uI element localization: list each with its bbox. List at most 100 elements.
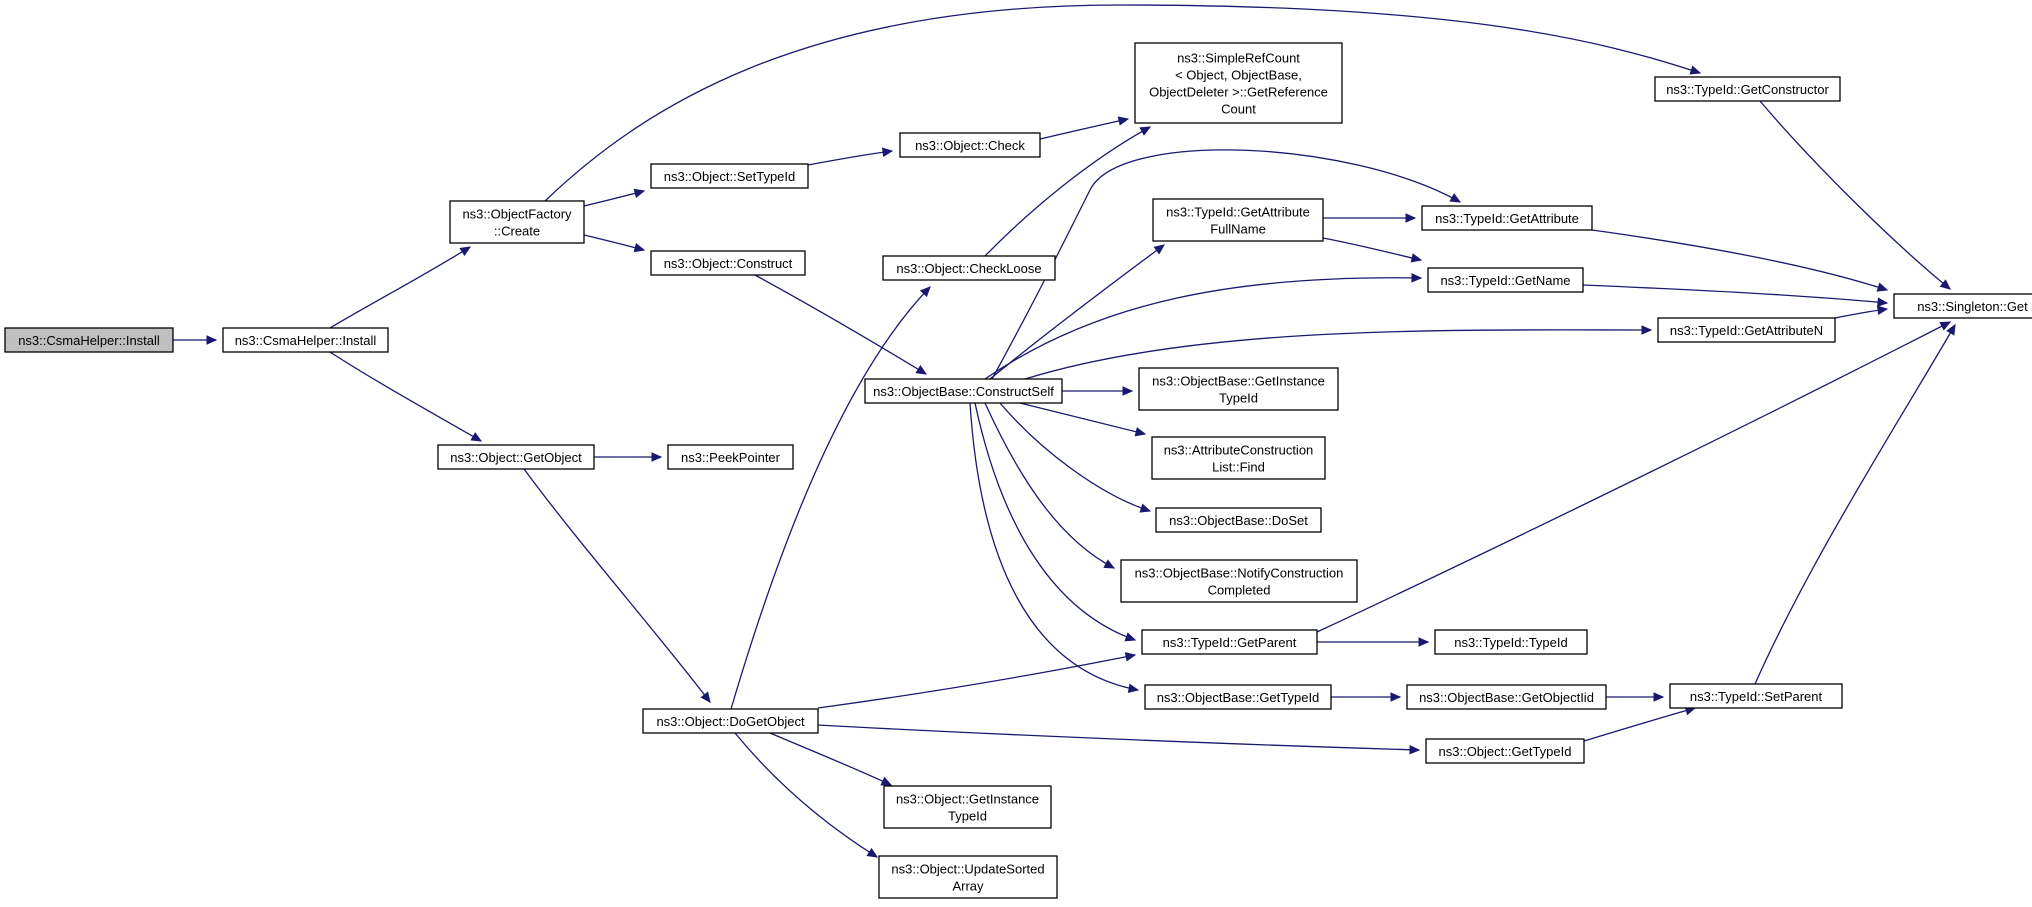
arrowhead-icon: [1117, 116, 1130, 126]
node-base-get-type-id[interactable]: ns3::ObjectBase::GetTypeId: [1144, 684, 1332, 710]
edge-construct-self-to-do-set: [999, 402, 1152, 513]
node-label: Array: [952, 879, 984, 894]
node-get-attribute-n[interactable]: ns3::TypeId::GetAttributeN: [1657, 317, 1836, 343]
arrowhead-icon: [1405, 213, 1417, 223]
arrowhead-icon: [1409, 744, 1421, 755]
arrowhead-icon: [633, 188, 646, 199]
node-label: FullName: [1210, 222, 1266, 237]
node-label: ns3::TypeId::GetParent: [1163, 635, 1297, 650]
arrowhead-icon: [459, 246, 472, 257]
node-set-type-id[interactable]: ns3::Object::SetTypeId: [650, 163, 809, 189]
node-label: ns3::Object::GetInstance: [896, 792, 1039, 807]
node-type-id-ctor[interactable]: ns3::TypeId::TypeId: [1434, 629, 1588, 655]
node-label: ns3::ObjectBase::NotifyConstruction: [1135, 566, 1344, 581]
node-singleton-get[interactable]: ns3::Singleton::Get: [1893, 293, 2032, 319]
node-label: ns3::AttributeConstruction: [1164, 443, 1314, 458]
edge-construct-to-construct-self: [754, 274, 928, 375]
arrowhead-icon: [1124, 652, 1137, 662]
node-label: ns3::TypeId::GetAttribute: [1435, 211, 1579, 226]
edge-construct-self-to-notify-construction-completed: [984, 402, 1116, 569]
node-label: ns3::TypeId::SetParent: [1690, 689, 1823, 704]
node-label: Count: [1221, 102, 1256, 117]
node-do-get-object[interactable]: ns3::Object::DoGetObject: [642, 708, 819, 734]
edge-get-attribute-to-singleton-get: [1591, 229, 1889, 292]
edge-set-parent-to-singleton-get: [1754, 323, 1956, 685]
edge-set-type-id-to-check: [807, 147, 894, 166]
node-label: ObjectDeleter >::GetReference: [1149, 85, 1328, 100]
node-construct[interactable]: ns3::Object::Construct: [650, 250, 806, 276]
node-do-set[interactable]: ns3::ObjectBase::DoSet: [1155, 507, 1322, 533]
node-peek-pointer[interactable]: ns3::PeekPointer: [667, 444, 794, 470]
arrowhead-icon: [1153, 244, 1165, 255]
node-install[interactable]: ns3::CsmaHelper::Install: [222, 327, 389, 353]
edge-get-object-to-peek-pointer: [594, 452, 663, 462]
edge-do-get-object-to-object-get-type-id: [817, 724, 1421, 755]
arrowhead-icon: [1411, 273, 1423, 283]
node-label: ns3::ObjectBase::GetInstance: [1152, 374, 1325, 389]
edge-get-attribute-full-name-to-get-name: [1322, 237, 1423, 263]
node-check-loose[interactable]: ns3::Object::CheckLoose: [882, 255, 1056, 281]
edge-get-attribute-n-to-singleton-get: [1834, 305, 1889, 319]
edge-get-object-to-do-get-object: [523, 468, 711, 703]
edge-factory-create-to-get-constructor: [544, 4, 1702, 202]
node-label: ns3::Object::GetTypeId: [1439, 744, 1572, 759]
edge-do-get-object-to-get-parent: [817, 652, 1137, 709]
arrowhead-icon: [1653, 692, 1665, 702]
arrowhead-icon: [1124, 632, 1137, 642]
node-label: ns3::ObjectFactory: [462, 207, 572, 222]
node-get-object-iid[interactable]: ns3::ObjectBase::GetObjectIid: [1406, 684, 1607, 710]
node-get-parent[interactable]: ns3::TypeId::GetParent: [1141, 629, 1318, 655]
node-construct-self[interactable]: ns3::ObjectBase::ConstructSelf: [864, 378, 1063, 404]
arrowhead-icon: [1122, 386, 1134, 396]
edge-construct-self-to-get-parent: [974, 402, 1137, 642]
edge-get-object-iid-to-set-parent: [1606, 692, 1665, 702]
arrowhead-icon: [1939, 279, 1951, 290]
node-factory-create[interactable]: ns3::ObjectFactory::Create: [449, 200, 585, 244]
node-label: ns3::Object::CheckLoose: [896, 261, 1041, 276]
arrowhead-icon: [1139, 126, 1152, 136]
edge-construct-self-to-base-get-type-id: [969, 402, 1140, 693]
edge-construct-self-to-get-name: [984, 273, 1423, 380]
edge-construct-self-to-get-instance-type-id-base: [1062, 386, 1134, 396]
node-set-parent[interactable]: ns3::TypeId::SetParent: [1669, 683, 1843, 709]
arrowhead-icon: [633, 242, 646, 253]
arrowhead-icon: [881, 147, 894, 157]
node-label: ns3::PeekPointer: [681, 450, 781, 465]
node-get-name[interactable]: ns3::TypeId::GetName: [1427, 267, 1584, 293]
node-label: ns3::ObjectBase::GetTypeId: [1157, 690, 1320, 705]
arrowhead-icon: [1410, 253, 1423, 263]
node-label: ns3::TypeId::GetName: [1440, 273, 1570, 288]
edge-get-name-to-singleton-get: [1582, 284, 1889, 307]
node-notify-construction-completed[interactable]: ns3::ObjectBase::NotifyConstructionCompl…: [1120, 559, 1358, 603]
node-label: ns3::TypeId::GetAttributeN: [1670, 323, 1823, 338]
edge-install-to-get-object: [329, 351, 483, 442]
node-object-get-type-id[interactable]: ns3::Object::GetTypeId: [1425, 738, 1585, 764]
arrowhead-icon: [1134, 427, 1147, 437]
node-label: Completed: [1208, 583, 1271, 598]
node-label: ns3::Object::GetObject: [450, 450, 582, 465]
node-label: ::Create: [494, 224, 540, 239]
node-get-reference-count[interactable]: ns3::SimpleRefCount< Object, ObjectBase,…: [1134, 42, 1343, 124]
node-label: ns3::CsmaHelper::Install: [235, 333, 377, 348]
node-get-attribute[interactable]: ns3::TypeId::GetAttribute: [1421, 205, 1593, 231]
edge-factory-create-to-construct: [583, 234, 646, 253]
node-get-constructor[interactable]: ns3::TypeId::GetConstructor: [1654, 76, 1841, 102]
arrowhead-icon: [919, 286, 931, 298]
edge-get-constructor-to-singleton-get: [1759, 100, 1951, 290]
arrowhead-icon: [1641, 325, 1653, 335]
arrowhead-icon: [880, 776, 893, 786]
call-edges: [173, 4, 1956, 858]
node-check[interactable]: ns3::Object::Check: [899, 132, 1041, 158]
arrowhead-icon: [1689, 65, 1702, 75]
edge-get-parent-to-type-id-ctor: [1317, 637, 1430, 647]
node-label: ns3::TypeId::GetConstructor: [1666, 82, 1829, 97]
node-get-object[interactable]: ns3::Object::GetObject: [437, 444, 595, 470]
arrowhead-icon: [1139, 503, 1152, 513]
node-label: ns3::ObjectBase::ConstructSelf: [873, 384, 1054, 399]
